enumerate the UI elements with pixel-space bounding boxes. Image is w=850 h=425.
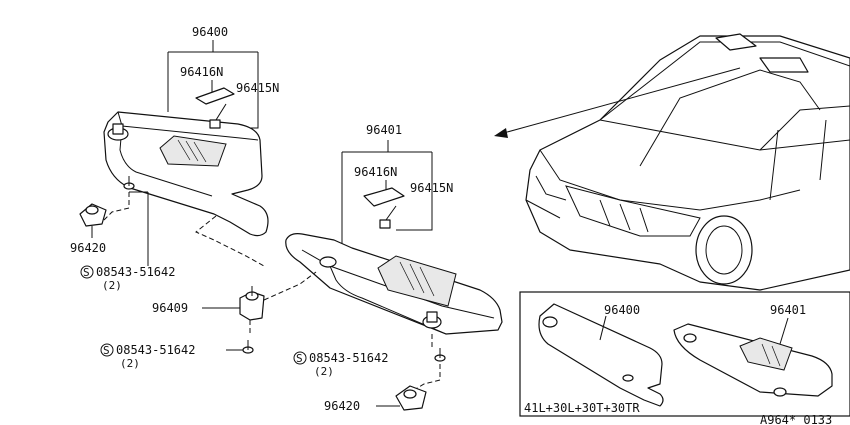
inset-label-visor-rh: 96401 <box>770 303 806 317</box>
label-screw-1: 08543-51642 <box>96 265 175 279</box>
visor-lh-mirror <box>159 135 227 167</box>
clip-rh <box>379 219 391 229</box>
inset-label-visor-lh: 96400 <box>604 303 640 317</box>
vehicle-illustration <box>494 33 850 291</box>
holder-center <box>202 271 317 354</box>
screw-symbol-2 <box>100 343 114 357</box>
screw-symbol-1 <box>80 265 94 279</box>
label-visor-lh: 96400 <box>192 25 228 39</box>
visor-rh-mirror <box>377 255 457 307</box>
screw-symbol-3 <box>293 351 307 365</box>
screw-symbol-2-letter: S <box>103 344 110 357</box>
screw-symbol-3-letter: S <box>296 352 303 365</box>
variant-inset <box>519 291 850 417</box>
diagram-code: A964* 0133 <box>760 413 832 425</box>
label-screw-2: 08543-51642 <box>116 343 195 357</box>
label-bracket-rh: 96420 <box>324 399 360 413</box>
label-clip-rh: 96415N <box>410 181 453 195</box>
clip-lh <box>209 119 221 129</box>
mirror-lid-rh <box>363 187 405 207</box>
inset-visor-lh <box>538 303 664 407</box>
visor-lh-body <box>103 111 269 237</box>
label-mirror-lid-lh: 96416N <box>180 65 223 79</box>
label-clip-lh: 96415N <box>236 81 279 95</box>
label-screw-1-qty: (2) <box>102 279 122 292</box>
inset-frame <box>519 291 850 417</box>
label-mirror-lid-rh: 96416N <box>354 165 397 179</box>
screw-symbol-1-letter: S <box>83 266 90 279</box>
label-screw-3: 08543-51642 <box>309 351 388 365</box>
mirror-lid-lh <box>195 87 235 105</box>
inset-note: 41L+30L+30T+30TR <box>524 401 640 415</box>
label-screw-2-qty: (2) <box>120 357 140 370</box>
label-screw-3-qty: (2) <box>314 365 334 378</box>
callout-labels: 96400 96416N 96415N 96401 96416N 96415N … <box>70 25 832 425</box>
label-visor-rh: 96401 <box>366 123 402 137</box>
label-holder: 96409 <box>152 301 188 315</box>
visor-lh-assembly <box>79 40 269 267</box>
label-bracket-lh: 96420 <box>70 241 106 255</box>
visor-rh-assembly <box>285 140 503 411</box>
